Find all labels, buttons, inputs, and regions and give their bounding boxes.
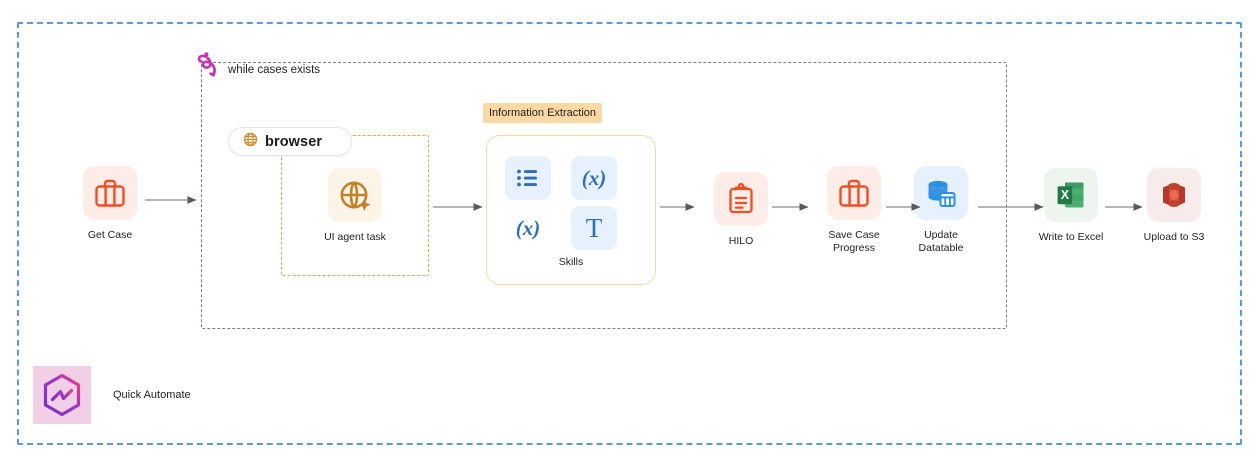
text-icon-label: T [585,212,603,243]
node-save-case-progress[interactable]: Save Case Progress [806,166,902,255]
variable-icon[interactable]: (x) [571,156,617,200]
briefcase-icon [839,179,869,207]
node-label: Upload to S3 [1143,231,1205,243]
text-icon[interactable]: T [571,206,617,250]
loop-icon [196,50,226,82]
skills-caption: Skills [558,256,584,268]
node-label: Save Case Progress [828,229,880,254]
while-loop-label: while cases exists [228,64,321,76]
while-loop-frame [201,62,1007,329]
node-label: HILO [728,235,754,247]
node-tile [827,166,881,220]
node-label: UI agent task [324,231,386,243]
node-label: Get Case [87,229,133,241]
node-tile [714,172,768,226]
information-extraction-tag: Information Extraction [483,103,602,123]
node-tile [1147,168,1201,222]
svg-text:X: X [1061,188,1070,202]
list-icon[interactable] [505,156,551,200]
globe-icon [243,132,258,152]
workflow-canvas-frame [17,22,1242,445]
node-tile [328,168,382,222]
node-label: Update Datatable [918,229,964,254]
quick-automate-hexagon-icon [43,373,81,417]
clipboard-icon [729,183,753,214]
s3-bucket-icon [1163,183,1185,207]
browser-group-frame [281,135,429,276]
quick-automate-label: Quick Automate [113,389,191,401]
node-label: Write to Excel [1038,231,1104,243]
node-hilo[interactable]: HILO [693,172,789,248]
node-update-datatable[interactable]: Update Datatable [893,166,989,255]
node-tile: X [1044,168,1098,222]
excel-icon: X [1057,182,1084,208]
variable-icon[interactable]: (x) [505,206,551,250]
briefcase-icon [95,179,125,207]
node-tile [83,166,137,220]
skills-grid: (x) (x) T [505,156,639,252]
variable-icon-label: (x) [515,215,541,240]
globe-sparkle-icon [340,181,371,212]
quick-automate-tile [33,366,91,424]
browser-chip[interactable]: browser [228,127,352,156]
database-table-icon [928,180,956,207]
node-tile [914,166,968,220]
node-upload-to-s3[interactable]: Upload to S3 [1126,168,1222,244]
quick-automate-footer: Quick Automate [33,366,191,424]
node-ui-agent-task[interactable]: UI agent task [307,168,403,244]
node-get-case[interactable]: Get Case [62,166,158,242]
node-write-to-excel[interactable]: X Write to Excel [1023,168,1119,244]
browser-chip-label: browser [265,133,323,150]
variable-icon-label: (x) [581,165,607,190]
